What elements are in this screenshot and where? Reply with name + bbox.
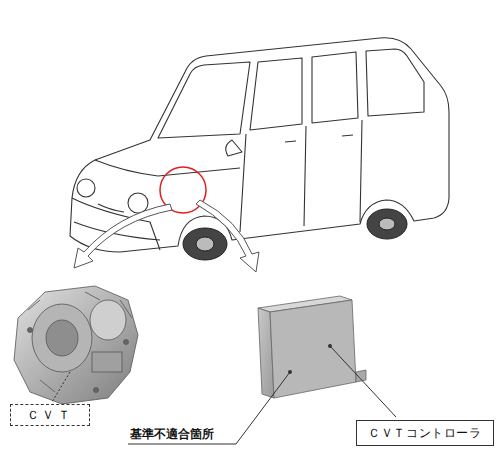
pointer-arrow (196, 200, 259, 272)
wheel-hub (196, 237, 214, 251)
bolt (94, 388, 99, 393)
bolt (124, 340, 129, 345)
car-grille (98, 204, 124, 212)
car-window (312, 52, 358, 123)
transmission-housing (32, 304, 92, 372)
part-name: ＣＶＴ (27, 408, 74, 422)
car-window (250, 58, 302, 130)
car-wheel (367, 209, 407, 239)
controller-face (270, 300, 356, 398)
leader-line (330, 346, 396, 417)
pointer-arrow (74, 204, 172, 268)
wheel-hub (379, 218, 395, 230)
component-label-box: ＣＶＴコントローラ (356, 420, 494, 446)
part-name: ＣＶＴコントローラ (368, 426, 481, 440)
transmission-housing (90, 300, 126, 340)
car-headlight (77, 179, 95, 197)
leader-line (52, 372, 70, 402)
transmission-detail (92, 352, 122, 372)
bolt (28, 328, 33, 333)
nonconformity-label: 基準不適合箇所 (129, 427, 215, 441)
leader-line (128, 372, 290, 444)
transmission-case (14, 286, 138, 404)
car-window (366, 49, 424, 116)
part-name-box: ＣＶＴ (10, 404, 90, 426)
car-headlight (128, 193, 148, 213)
car-mirror (226, 140, 242, 156)
car-wheel (183, 228, 227, 260)
car-windshield (158, 62, 250, 138)
car-handle (285, 135, 353, 142)
car-door-line (240, 120, 362, 232)
transmission-housing (46, 320, 78, 356)
transmission-detail (28, 292, 132, 392)
